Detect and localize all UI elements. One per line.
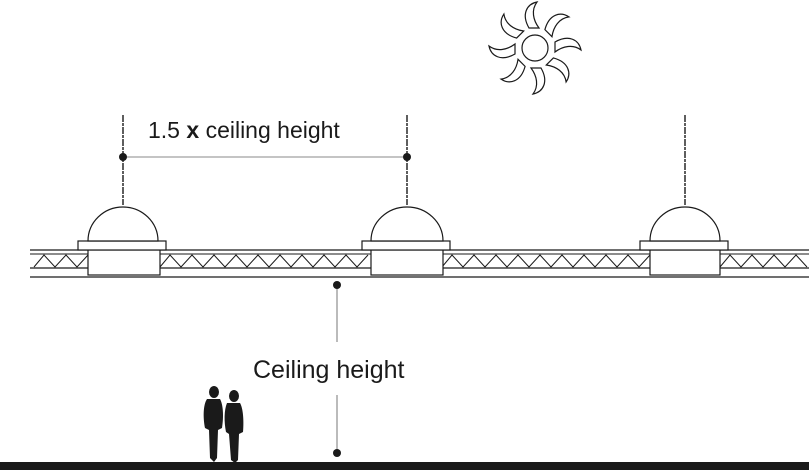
spacing-dimension <box>119 153 411 161</box>
ceiling-height-dimension <box>333 281 341 457</box>
ceiling-height-label: Ceiling height <box>253 356 405 384</box>
dome-skylight-icon <box>639 206 729 276</box>
roof-truss <box>33 254 808 268</box>
dome-skylight-icon <box>361 206 451 276</box>
sun-icon <box>488 1 582 95</box>
floor-line <box>0 462 809 470</box>
dome-skylight-icon <box>77 206 167 276</box>
people-silhouette-icon <box>203 386 244 463</box>
spacing-label: 1.5 x ceiling height <box>148 117 340 143</box>
